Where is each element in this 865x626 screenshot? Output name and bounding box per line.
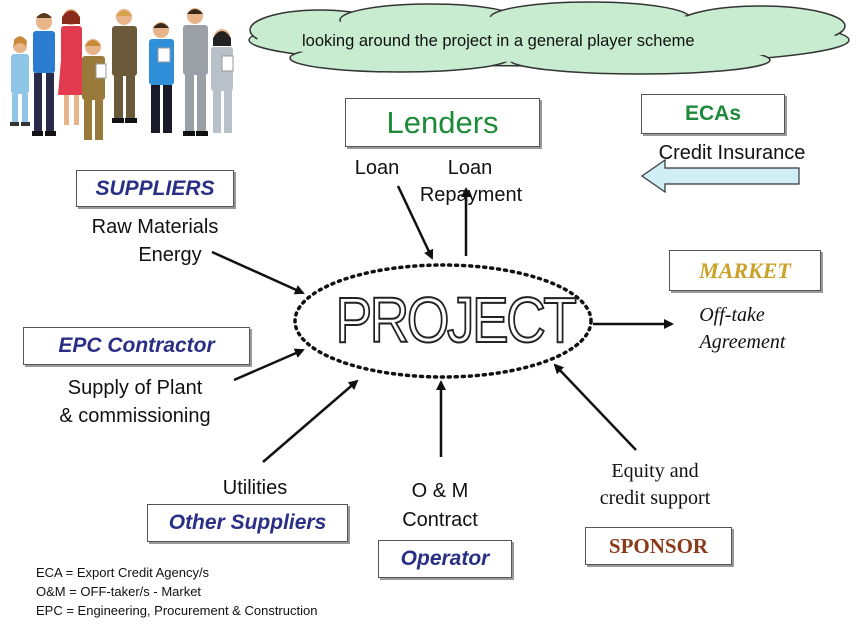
sponsor-box: SPONSOR	[585, 527, 732, 565]
epc-line2: & commissioning	[59, 405, 211, 427]
operator-line2: Contract	[402, 509, 478, 531]
arrow-sponsor	[553, 363, 637, 451]
market-line2: Agreement	[699, 331, 786, 353]
lenders-title: Lenders	[386, 104, 499, 140]
cloud-shape	[248, 1, 850, 75]
market-title: MARKET	[699, 257, 791, 283]
epc-box: EPC Contractor	[23, 327, 250, 365]
people-illustration	[10, 8, 234, 140]
eca-block-arrow	[640, 158, 800, 194]
arrow-utilities	[262, 379, 359, 463]
legend-epc: EPC = Engineering, Procurement & Constru…	[36, 603, 318, 618]
market-line1: Off-take	[699, 304, 765, 326]
suppliers-line2: Energy	[138, 244, 202, 266]
loan-repayment-line2: Repayment	[419, 184, 523, 206]
ecas-box: ECAs	[641, 94, 785, 134]
operator-title: Operator	[400, 547, 490, 570]
epc-line1: Supply of Plant	[67, 377, 203, 399]
epc-title: EPC Contractor	[58, 334, 215, 357]
arrow-epc	[233, 348, 305, 382]
suppliers-line1: Raw Materials	[91, 216, 219, 238]
legend-om: O&M = OFF-taker/s - Market	[36, 584, 202, 599]
loan-repayment-line1: Loan	[447, 157, 493, 179]
operator-line1: O & M	[411, 480, 469, 502]
suppliers-title: SUPPLIERS	[95, 176, 215, 200]
suppliers-box: SUPPLIERS	[76, 170, 234, 207]
other-suppliers-title: Other Suppliers	[168, 511, 327, 534]
sponsor-line2: credit support	[599, 487, 711, 509]
operator-box: Operator	[378, 540, 512, 578]
utilities-label: Utilities	[222, 477, 288, 499]
lenders-box: Lenders	[345, 98, 540, 147]
other-suppliers-box: Other Suppliers	[147, 504, 348, 542]
market-box: MARKET	[669, 250, 821, 291]
credit-insurance-label: Credit Insurance	[658, 142, 806, 164]
loan-label: Loan	[354, 157, 400, 179]
project-ellipse	[293, 263, 593, 379]
sponsor-title: SPONSOR	[608, 533, 709, 558]
legend-eca: ECA = Export Credit Agency/s	[36, 565, 210, 580]
project-label: PROJECT	[335, 283, 578, 357]
arrow-loan	[396, 185, 434, 260]
ecas-title: ECAs	[684, 102, 742, 125]
arrow-suppliers	[211, 250, 305, 295]
sponsor-line1: Equity and	[611, 460, 699, 482]
cloud-caption: looking around the project in a general …	[302, 32, 695, 50]
